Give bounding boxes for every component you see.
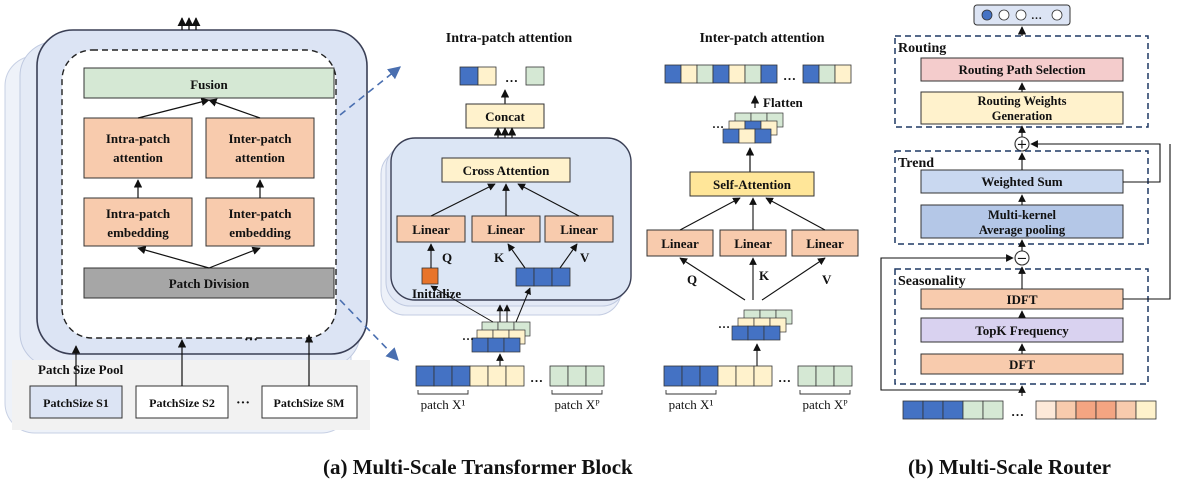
intra-linear-q-label: Linear: [412, 222, 450, 237]
initialize-token: [421, 267, 439, 285]
routing-weights-line2: Generation: [992, 109, 1052, 123]
multi-kernel-line1: Multi-kernel: [988, 208, 1057, 222]
subtract-node-symbol: −: [1017, 252, 1028, 267]
transformer-block-panel: Fusion Intra-patch attention Inter-patch…: [4, 17, 370, 434]
patch-size-pool-label: Patch Size Pool: [38, 362, 124, 377]
inter-linear-v-label: Linear: [806, 236, 844, 251]
inter-attention-box: [205, 117, 315, 179]
router-seq-dots: …: [1011, 404, 1024, 419]
fusion-box: [83, 67, 335, 99]
inter-linear-q: [646, 229, 714, 257]
multi-kernel-line2: Average pooling: [979, 223, 1066, 237]
topk-label: TopK Frequency: [975, 323, 1069, 338]
zoom-arrow-bottom: [339, 299, 399, 361]
patch-size-sm-label: PatchSize SM: [274, 396, 345, 410]
intra-patch-first: patch X¹: [421, 397, 466, 412]
intra-output-dots: …: [505, 70, 518, 85]
patch-division-box: [83, 267, 335, 299]
topk-box: [920, 317, 1124, 343]
inter-patch-first: patch X¹: [669, 397, 714, 412]
inter-embedding-line1: Inter-patch: [228, 206, 292, 221]
intra-attention-line1: Intra-patch: [106, 131, 171, 146]
intra-patch-panel: Intra-patch attention … Concat Cross Att…: [380, 31, 632, 412]
inter-embedding-line2: embedding: [229, 225, 291, 240]
dft-label: DFT: [1009, 357, 1035, 372]
routing-output-dots: …: [1031, 10, 1042, 22]
patch-size-sm-box: [261, 385, 358, 419]
inter-attention-line2: attention: [235, 150, 286, 165]
intra-stack-dots: …: [462, 329, 474, 343]
intra-linear-k: [471, 215, 541, 243]
seasonality-label: Seasonality: [898, 274, 966, 289]
seasonality-section: [894, 268, 1149, 385]
caption-b: (b) Multi-Scale Router: [908, 455, 1111, 479]
inter-k-label: K: [759, 268, 770, 283]
concat-label: Concat: [485, 109, 525, 124]
patch-size-s1-label: PatchSize S1: [43, 396, 109, 410]
block-ellipsis: ···: [244, 333, 258, 348]
inter-stack-top-dots: …: [712, 117, 724, 131]
intra-linear-k-label: Linear: [487, 222, 525, 237]
inter-v-label: V: [822, 272, 832, 287]
intra-title: Intra-patch attention: [446, 31, 573, 46]
weighted-sum-label: Weighted Sum: [981, 174, 1062, 189]
patch-size-s2-label: PatchSize S2: [149, 396, 215, 410]
fusion-label: Fusion: [190, 77, 228, 92]
intra-embedding-line2: embedding: [107, 225, 169, 240]
intra-input-sequence: …: [415, 365, 605, 395]
routing-label: Routing: [898, 41, 946, 56]
cross-attention-box: [441, 157, 571, 183]
routing-path-label: Routing Path Selection: [958, 62, 1086, 77]
inter-embedding-box: [205, 197, 315, 247]
cross-attention-label: Cross Attention: [463, 163, 551, 178]
inter-linear-q-label: Linear: [661, 236, 699, 251]
intra-k-label: K: [494, 250, 505, 265]
inter-stack-bottom-dots: …: [718, 317, 730, 331]
inter-patch-panel: Inter-patch attention … Flatten: [646, 31, 859, 412]
inter-output-dots: …: [783, 68, 796, 83]
trend-label: Trend: [898, 156, 934, 171]
idft-label: IDFT: [1006, 292, 1037, 307]
intra-q-label: Q: [442, 250, 452, 265]
inter-stacked-patches-bottom: …: [718, 309, 793, 341]
intra-linear-v-label: Linear: [560, 222, 598, 237]
intra-linear-v: [544, 215, 614, 243]
self-attention-label: Self-Attention: [713, 177, 792, 192]
inter-output-sequence: …: [664, 64, 852, 84]
intra-attention-line2: attention: [113, 150, 164, 165]
inter-stacked-patches-top: …: [712, 112, 784, 144]
inter-attention-line1: Inter-patch: [228, 131, 292, 146]
multi-kernel-box: [920, 204, 1124, 239]
concat-box: [465, 103, 545, 129]
inter-patch-last: patch Xᴾ: [802, 397, 848, 412]
intra-attention-box: [83, 117, 193, 179]
routing-weights-line1: Routing Weights: [977, 94, 1066, 108]
intra-v-label: V: [580, 250, 590, 265]
inter-seq-dots: …: [778, 370, 791, 385]
inter-input-sequence: …: [663, 365, 853, 395]
zoom-arrow-top: [339, 66, 401, 116]
caption-a: (a) Multi-Scale Transformer Block: [323, 455, 633, 479]
router-input-sequence: …: [902, 400, 1157, 420]
intra-stacked-patches: …: [462, 321, 531, 353]
routing-weights-box: [920, 91, 1124, 125]
routing-path-box: [920, 57, 1124, 82]
router-panel: … Routing Routing Path Selection Routing…: [880, 4, 1171, 420]
sum-node-symbol: +: [1017, 138, 1028, 153]
intra-patch-last: patch Xᴾ: [554, 397, 600, 412]
inter-title: Inter-patch attention: [699, 31, 824, 46]
inter-q-label: Q: [687, 272, 697, 287]
patch-size-s2-box: [135, 385, 229, 419]
patch-division-label: Patch Division: [169, 276, 250, 291]
initialize-label: Initialize: [412, 286, 461, 301]
flatten-label: Flatten: [763, 95, 803, 110]
self-attention-box: [689, 171, 815, 197]
inter-linear-k-label: Linear: [734, 236, 772, 251]
intra-embedding-line1: Intra-patch: [106, 206, 171, 221]
intra-seq-dots: …: [530, 370, 543, 385]
pool-ellipsis: ···: [236, 396, 250, 411]
